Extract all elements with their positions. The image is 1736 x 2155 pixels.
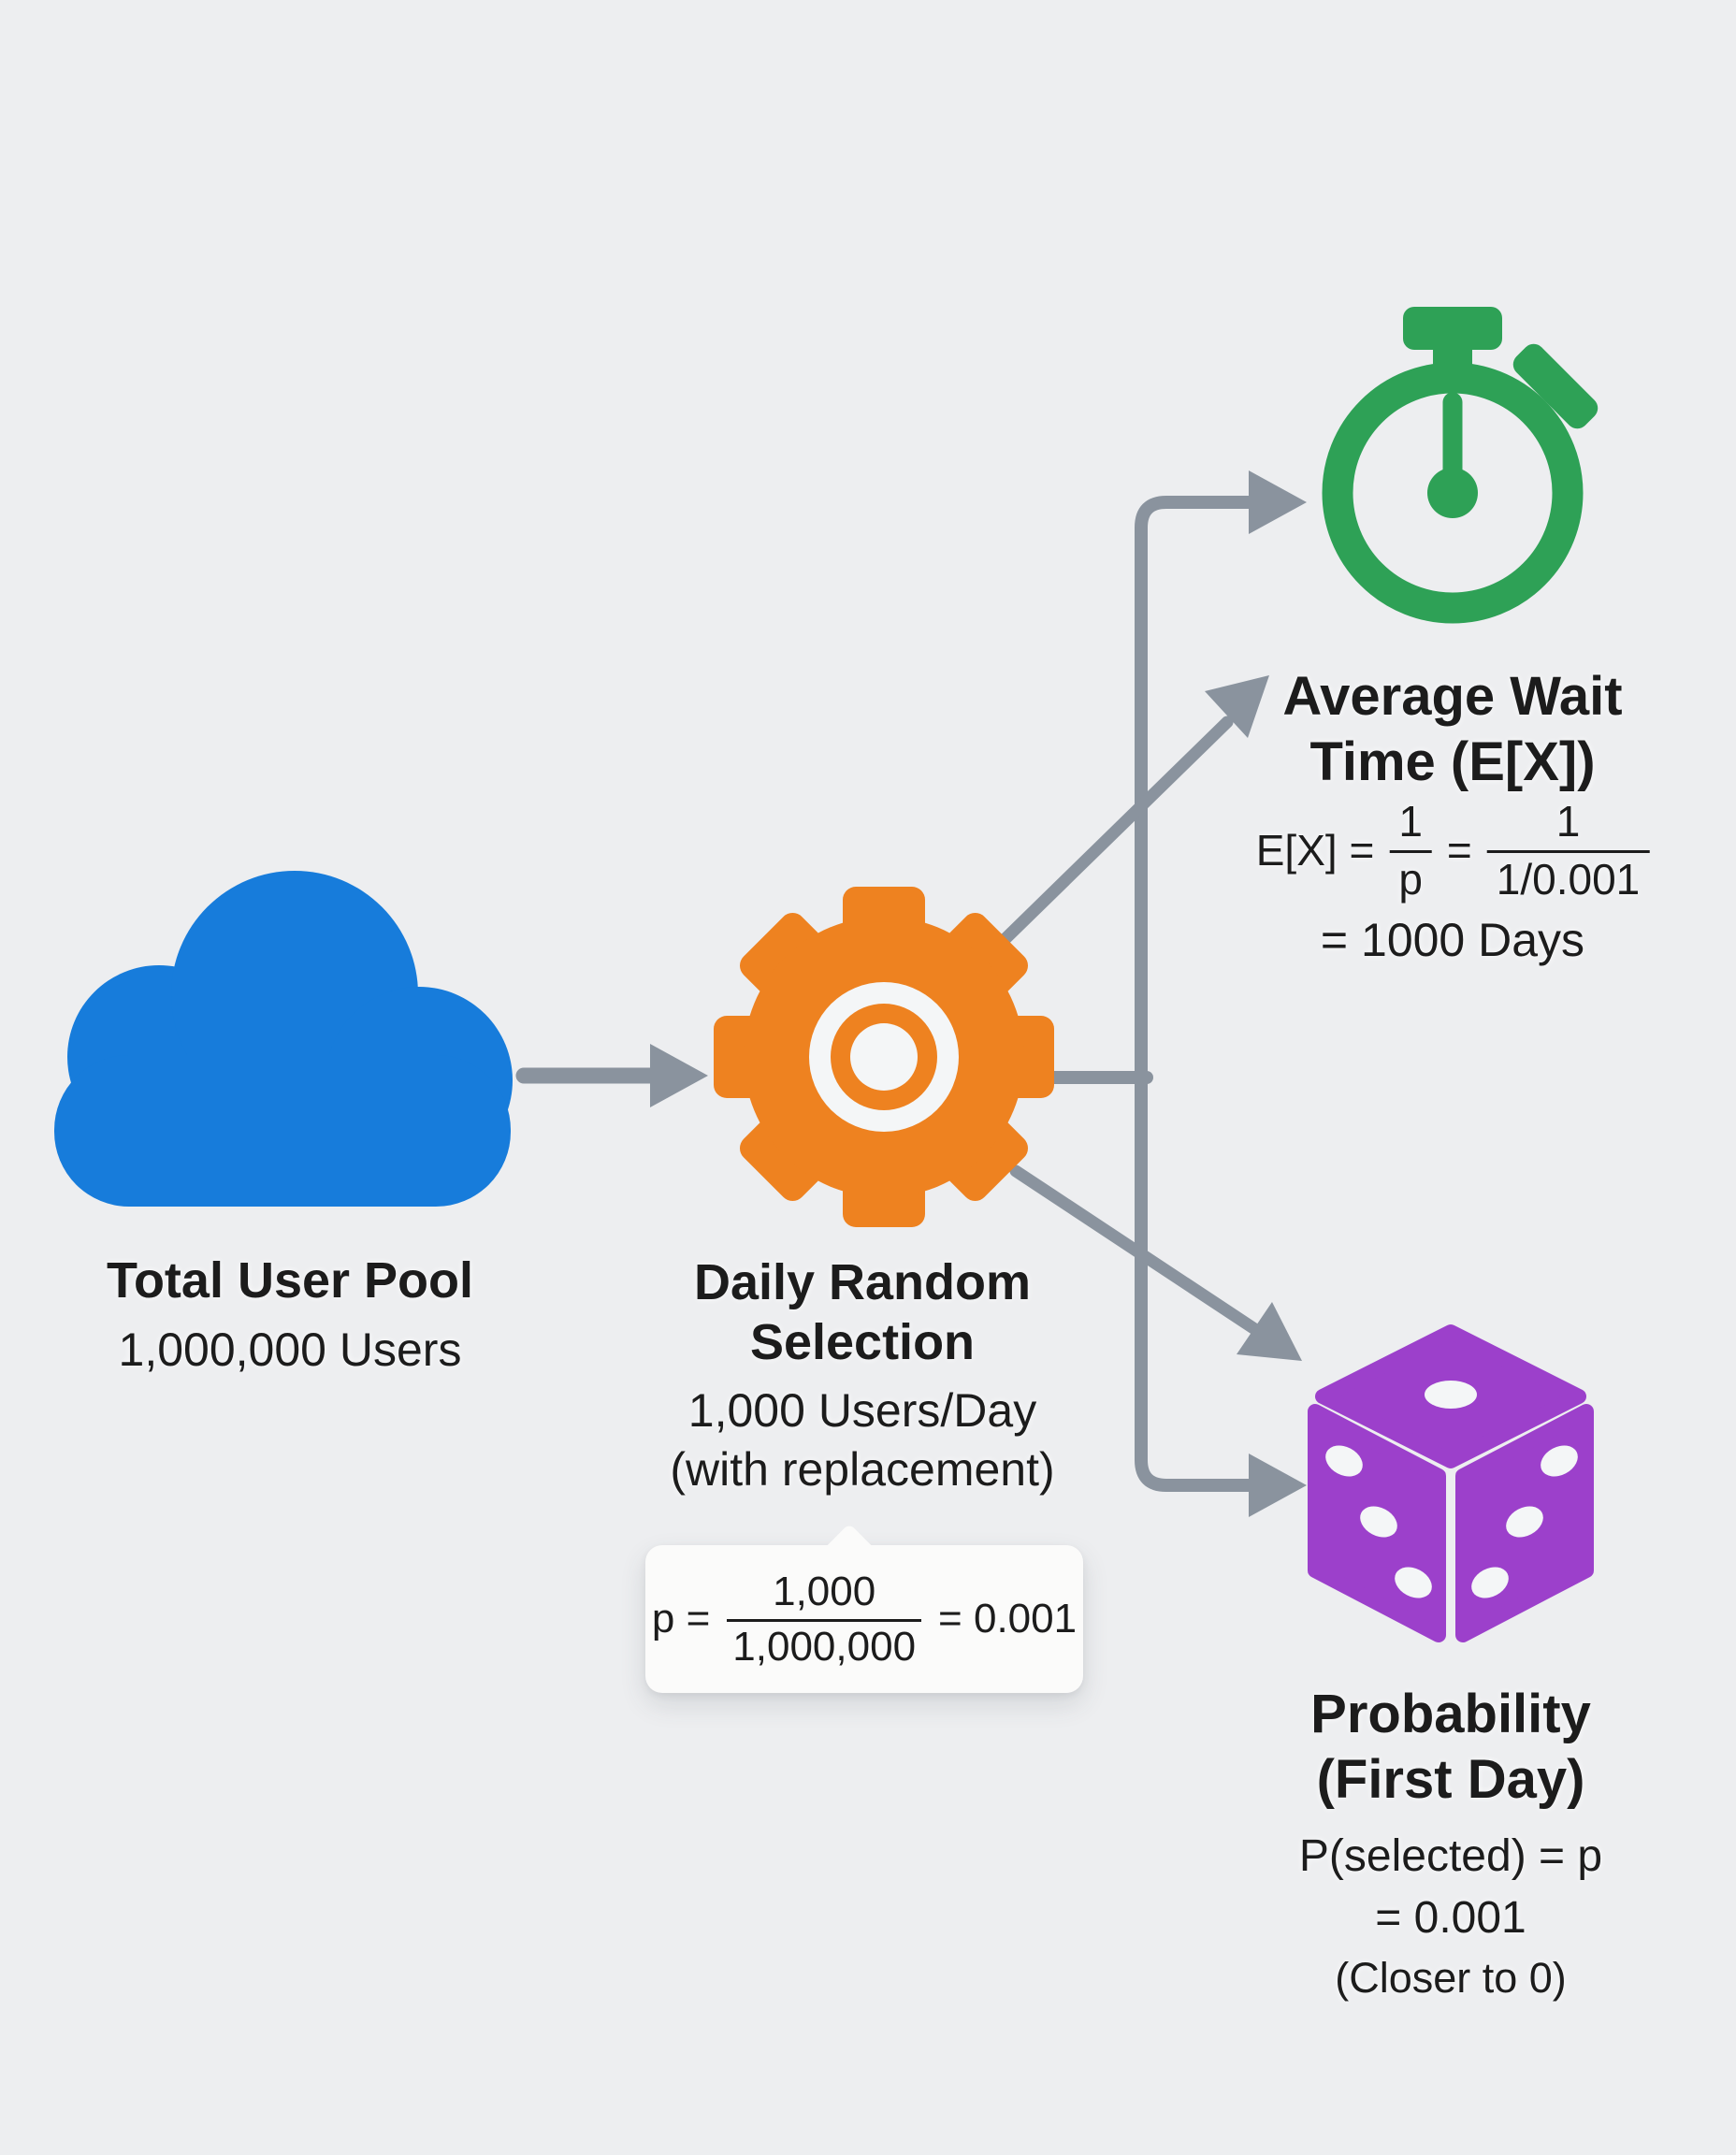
dice-icon bbox=[1308, 1324, 1594, 1642]
callout-numerator: 1,000 bbox=[773, 1568, 876, 1614]
wait-time-label: Average Wait Time (E[X]) bbox=[1282, 664, 1622, 794]
dice-pips bbox=[1325, 1381, 1578, 1598]
frac1-numerator: 1 bbox=[1398, 797, 1423, 846]
arrowhead-cloud-to-gear bbox=[650, 1044, 708, 1107]
formula-equals: = bbox=[1446, 825, 1472, 875]
user-pool-label: Total User Pool 1,000,000 Users bbox=[107, 1251, 473, 1380]
callout-lhs: p = bbox=[651, 1596, 711, 1642]
probability-formula: P(selected) = p = 0.001 (Closer to 0) bbox=[1299, 1826, 1602, 2008]
prob-title-line2: (First Day) bbox=[1316, 1748, 1585, 1810]
stopwatch-icon bbox=[1322, 307, 1599, 624]
wait-formula: E[X] = 1 p = 1 1/0.001 = 1000 Days bbox=[1256, 797, 1650, 967]
prob-title-line1: Probability bbox=[1310, 1684, 1591, 1744]
frac2-numerator: 1 bbox=[1555, 797, 1581, 846]
selection-sub-line2: (with replacement) bbox=[670, 1443, 1055, 1497]
wait-title-line1: Average Wait bbox=[1282, 666, 1623, 727]
user-pool-subtitle: 1,000,000 Users bbox=[118, 1323, 462, 1376]
selection-sub-line1: 1,000 Users/Day bbox=[687, 1384, 1037, 1438]
arrowhead-diagonal-up bbox=[1205, 675, 1269, 738]
selection-title-line2: Selection bbox=[749, 1313, 976, 1370]
callout-rhs: = 0.001 bbox=[938, 1596, 1078, 1642]
prob-line2: = 0.001 bbox=[1375, 1893, 1526, 1944]
probability-callout: p = 1,000 1,000,000 = 0.001 bbox=[645, 1545, 1083, 1693]
prob-line1: P(selected) = p bbox=[1298, 1831, 1603, 1881]
prob-line3: (Closer to 0) bbox=[1335, 1954, 1567, 2003]
branch-trunk bbox=[1135, 496, 1258, 1492]
frac1-denominator: p bbox=[1389, 849, 1432, 904]
arrowhead-to-dice-elbow bbox=[1249, 1454, 1307, 1517]
arrow-diagonal-down bbox=[1009, 1164, 1260, 1335]
arrowhead-diagonal-down bbox=[1237, 1302, 1302, 1361]
selection-title-line1: Daily Random bbox=[693, 1254, 1032, 1310]
arrow-diagonal-up bbox=[977, 716, 1234, 966]
formula-frac1: 1 p bbox=[1389, 797, 1432, 904]
formula-lhs: E[X] = bbox=[1255, 825, 1375, 875]
arrowhead-to-stopwatch bbox=[1249, 470, 1307, 534]
wait-title-line2: Time (E[X]) bbox=[1309, 730, 1596, 792]
callout-fraction: 1,000 1,000,000 bbox=[727, 1568, 922, 1670]
formula-result: = 1000 Days bbox=[1320, 913, 1585, 966]
gear-icon bbox=[714, 887, 1054, 1227]
user-pool-title: Total User Pool bbox=[106, 1252, 474, 1309]
probability-label: Probability (First Day) bbox=[1310, 1682, 1591, 1812]
flow-arrows bbox=[515, 470, 1307, 1517]
formula-frac2: 1 1/0.001 bbox=[1486, 797, 1650, 904]
callout-denominator: 1,000,000 bbox=[727, 1618, 922, 1670]
frac2-denominator: 1/0.001 bbox=[1486, 849, 1650, 904]
selection-label: Daily Random Selection 1,000 Users/Day (… bbox=[670, 1253, 1054, 1499]
cloud-icon bbox=[54, 871, 513, 1207]
